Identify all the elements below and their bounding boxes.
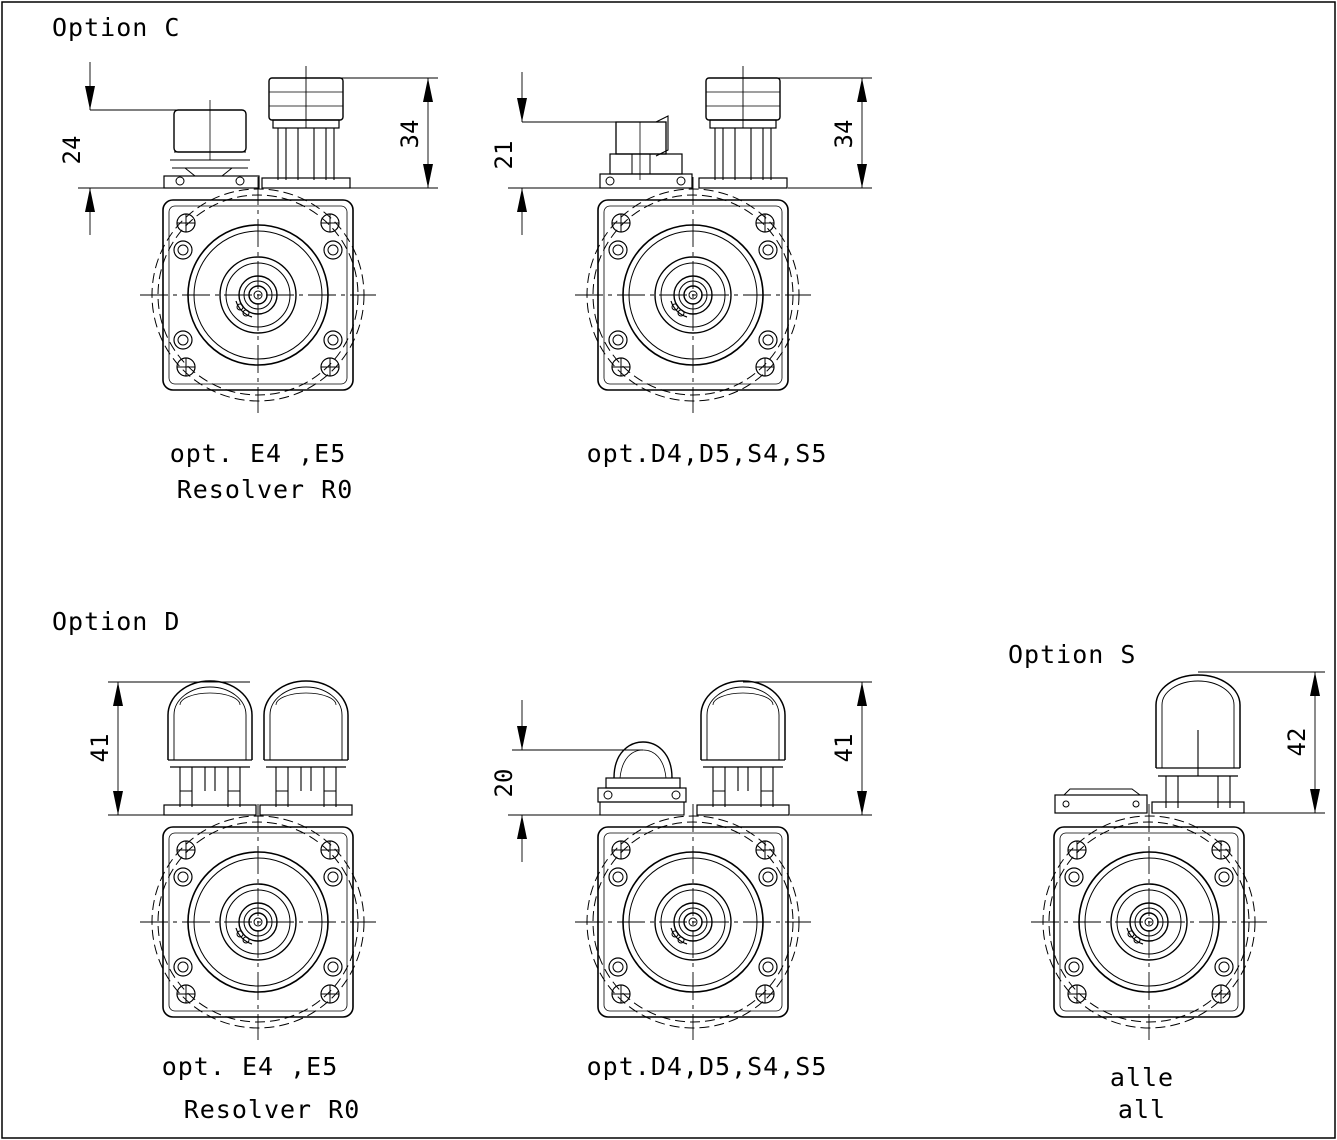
dimension-42: 42 [1283, 728, 1311, 757]
motor-front-view [574, 176, 812, 414]
motor-front-view [574, 803, 812, 1041]
heading-option-c: Option C [52, 13, 180, 42]
dimension-24: 24 [58, 136, 86, 165]
power-connector [696, 680, 790, 816]
caption-line-1: opt.D4,D5,S4,S5 [587, 439, 828, 468]
caption-line-2: Resolver R0 [177, 475, 354, 504]
caption-line-1: alle [1110, 1063, 1174, 1092]
power-connector [259, 680, 353, 816]
dimension-34: 34 [830, 120, 858, 149]
dimension-34: 34 [396, 120, 424, 149]
dimension-41: 41 [86, 734, 114, 763]
motor-front-view [139, 803, 377, 1041]
view-option-d-resolver: 41 opt. E4 ,E5 Resolver R0 [86, 680, 377, 1124]
caption-line-1: opt.D4,D5,S4,S5 [587, 1052, 828, 1081]
power-connector [1151, 674, 1245, 814]
power-connector [261, 65, 351, 189]
signal-connector [597, 741, 687, 816]
view-option-c-encoder: 21 34 opt.D4,D5,S4,S5 [490, 65, 872, 468]
view-option-s-all: 42 alle all [1030, 671, 1325, 1124]
dimension-41: 41 [830, 734, 858, 763]
dimension-20: 20 [490, 769, 518, 798]
view-option-c-resolver: 24 34 opt. E4 ,E5 Resolver R0 [58, 62, 438, 504]
caption-line-1: opt. E4 ,E5 [162, 1052, 339, 1081]
caption-line-1: opt. E4 ,E5 [170, 439, 347, 468]
signal-connector [163, 100, 260, 189]
signal-connector [599, 115, 693, 189]
heading-option-d: Option D [52, 607, 180, 636]
flat-connector [1054, 788, 1148, 814]
heading-option-s: Option S [1008, 640, 1136, 669]
motor-front-view [139, 176, 377, 414]
caption-line-2: Resolver R0 [184, 1095, 361, 1124]
view-option-d-encoder: 20 41 opt.D4,D5,S4,S5 [490, 680, 872, 1081]
signal-connector [163, 680, 257, 816]
caption-line-2: all [1118, 1095, 1166, 1124]
dimension-21: 21 [490, 141, 518, 170]
motor-front-view [1030, 803, 1268, 1041]
power-connector [698, 65, 788, 189]
